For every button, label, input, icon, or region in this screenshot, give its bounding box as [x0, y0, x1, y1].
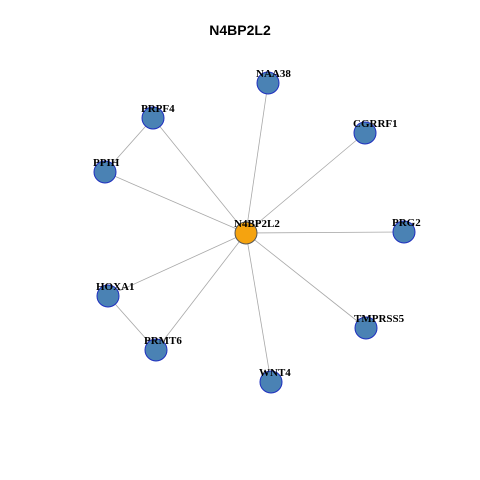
node-label-naa38: NAA38 — [256, 68, 291, 80]
diagram-title: N4BP2L2 — [209, 22, 271, 38]
node-n4bp2l2 — [234, 221, 258, 245]
node-cgrrf1 — [353, 121, 377, 145]
edge-prpf4-ppih — [104, 117, 154, 173]
node-label-ppih: PPIH — [93, 157, 120, 169]
node-prmt6 — [144, 338, 168, 362]
edge-n4bp2l2-hoxa1 — [107, 232, 247, 297]
edge-layer — [104, 82, 405, 383]
node-prg2 — [392, 220, 416, 244]
edge-n4bp2l2-cgrrf1 — [245, 132, 366, 234]
edge-hoxa1-prmt6 — [107, 295, 157, 351]
node-prpf4 — [141, 106, 165, 130]
node-label-prpf4: PRPF4 — [141, 103, 175, 115]
node-label-cgrrf1: CGRRF1 — [353, 118, 398, 130]
edge-n4bp2l2-naa38 — [245, 82, 269, 234]
node-label-wnt4: WNT4 — [259, 367, 291, 379]
edge-n4bp2l2-wnt4 — [245, 232, 272, 383]
node-label-prmt6: PRMT6 — [144, 335, 182, 347]
node-naa38 — [256, 71, 280, 95]
node-label-prg2: PRG2 — [392, 217, 421, 229]
node-hoxa1 — [96, 284, 120, 308]
node-layer — [93, 71, 416, 394]
edge-n4bp2l2-tmprss5 — [245, 232, 367, 329]
edge-n4bp2l2-prmt6 — [155, 232, 247, 351]
node-tmprss5 — [354, 316, 378, 340]
edge-n4bp2l2-prpf4 — [152, 117, 247, 234]
node-wnt4 — [259, 370, 283, 394]
edge-n4bp2l2-prg2 — [245, 231, 405, 234]
node-ppih — [93, 160, 117, 184]
node-label-tmprss5: TMPRSS5 — [354, 313, 405, 325]
node-label-hoxa1: HOXA1 — [96, 281, 135, 293]
node-label-n4bp2l2: N4BP2L2 — [234, 218, 280, 230]
edge-n4bp2l2-ppih — [104, 171, 247, 234]
